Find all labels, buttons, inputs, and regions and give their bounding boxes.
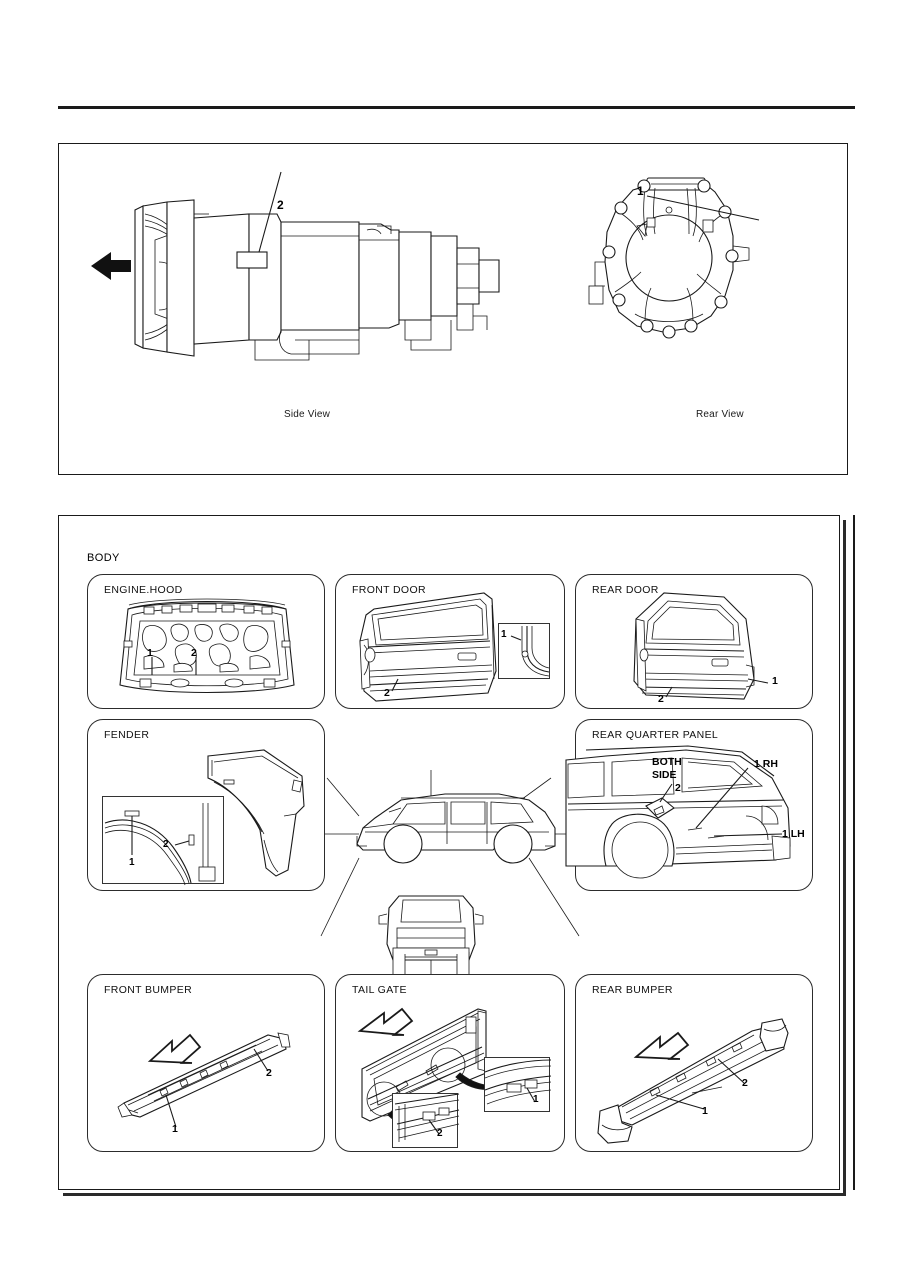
rear-view-label: Rear View bbox=[696, 409, 744, 420]
rear-bumper-art bbox=[597, 1018, 789, 1144]
panel-title-rear-quarter: REAR QUARTER PANEL bbox=[592, 729, 719, 741]
both-label: BOTH bbox=[652, 756, 682, 768]
panel-fender[interactable]: FENDER bbox=[87, 719, 325, 891]
panel-rear-bumper[interactable]: REAR BUMPER bbox=[575, 974, 813, 1152]
side-label: SIDE bbox=[652, 769, 677, 781]
transmission-rear-view-art bbox=[588, 177, 750, 339]
rear-bumper-callout-1: 1 bbox=[702, 1105, 708, 1117]
panel-front-door[interactable]: FRONT DOOR bbox=[335, 574, 565, 709]
panel-tail-gate[interactable]: TAIL GATE bbox=[335, 974, 565, 1152]
panel-rear-door[interactable]: REAR DOOR bbox=[575, 574, 813, 709]
vehicle-rear-view bbox=[378, 895, 484, 981]
fender-inset-callout-1: 1 bbox=[129, 857, 135, 868]
rear-quarter-callout-1rh: 1 RH bbox=[754, 758, 778, 770]
front-bumper-callout-1: 1 bbox=[172, 1123, 178, 1135]
engine-hood-art bbox=[119, 598, 295, 694]
rear-quarter-both-side-note: BOTH SIDE bbox=[652, 756, 682, 782]
tail-gate-callout-2: 2 bbox=[437, 1128, 443, 1139]
front-door-inset-detail: 1 bbox=[498, 623, 550, 679]
tail-gate-callout-1: 1 bbox=[533, 1094, 539, 1105]
side-view-callout-2-leader bbox=[236, 171, 282, 269]
front-door-callout-2: 2 bbox=[384, 687, 390, 699]
rear-door-callout-1: 1 bbox=[772, 675, 778, 687]
rear-quarter-callout-2: 2 bbox=[675, 782, 681, 794]
side-view-callout-2: 2 bbox=[277, 198, 284, 212]
vehicle-side-profile bbox=[356, 793, 556, 864]
panel-title-rear-bumper: REAR BUMPER bbox=[592, 984, 673, 996]
panel-title-front-bumper: FRONT BUMPER bbox=[104, 984, 193, 996]
rear-quarter-callout-1lh: 1 LH bbox=[782, 828, 805, 840]
front-bumper-art bbox=[117, 1032, 291, 1128]
engine-hood-callout-1: 1 bbox=[147, 647, 153, 659]
front-door-inset-callout-1: 1 bbox=[501, 629, 507, 640]
panel-front-bumper[interactable]: FRONT BUMPER bbox=[87, 974, 325, 1152]
rear-quarter-art bbox=[565, 745, 791, 879]
body-section-title: BODY bbox=[87, 552, 120, 564]
engine-hood-callout-2: 2 bbox=[191, 647, 197, 659]
panel-title-front-door: FRONT DOOR bbox=[352, 584, 426, 596]
front-bumper-callout-2: 2 bbox=[266, 1067, 272, 1079]
panel-engine-hood[interactable]: ENGINE.HOOD bbox=[87, 574, 325, 709]
rear-bumper-callout-2: 2 bbox=[742, 1077, 748, 1089]
panel-title-rear-door: REAR DOOR bbox=[592, 584, 659, 596]
direction-arrow-icon bbox=[147, 1033, 202, 1064]
rear-view-callout-1-leader bbox=[646, 195, 760, 221]
tail-gate-inset-1: 1 bbox=[484, 1057, 552, 1112]
header-rule bbox=[58, 106, 855, 109]
rear-door-art bbox=[633, 592, 769, 700]
page-edge-rule bbox=[853, 515, 855, 1190]
left-arrow-icon bbox=[91, 252, 131, 280]
direction-arrow-icon bbox=[357, 1007, 414, 1036]
tail-gate-inset-2: 2 bbox=[392, 1093, 460, 1148]
panel-title-tail-gate: TAIL GATE bbox=[352, 984, 407, 996]
panel-title-fender: FENDER bbox=[104, 729, 150, 741]
rear-door-callout-2: 2 bbox=[658, 693, 664, 705]
panel-title-engine-hood: ENGINE.HOOD bbox=[104, 584, 183, 596]
fender-inset-detail: 1 2 bbox=[102, 796, 224, 886]
fender-inset-callout-2: 2 bbox=[163, 839, 169, 850]
rear-view-callout-1: 1 bbox=[637, 184, 644, 198]
side-view-label: Side View bbox=[284, 409, 331, 420]
transmission-artwork bbox=[91, 171, 760, 361]
front-door-art bbox=[359, 592, 497, 702]
fender-art bbox=[207, 749, 305, 877]
body-center-artwork bbox=[320, 770, 580, 984]
transmission-side-view-art bbox=[134, 199, 500, 361]
direction-arrow-icon bbox=[633, 1031, 690, 1060]
transmission-diagram-box: 2 1 Side View Rear View bbox=[58, 143, 848, 475]
body-section-box: BODY bbox=[58, 515, 846, 1196]
panel-rear-quarter[interactable]: REAR QUARTER PANEL bbox=[565, 719, 813, 891]
